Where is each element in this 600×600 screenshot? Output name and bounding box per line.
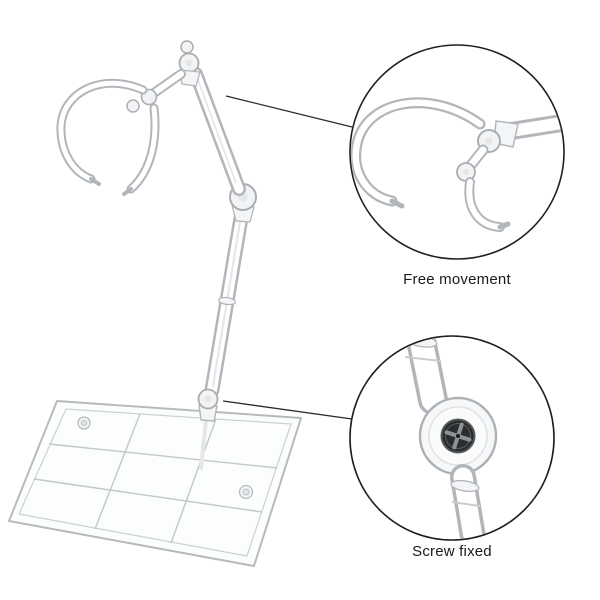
screw-fixed-label: Screw fixed: [412, 543, 492, 560]
base-screw-hole-right: [238, 484, 254, 500]
phillips-screw: [440, 418, 476, 454]
zoom-lower-prong: [464, 177, 511, 232]
claw-upper-prong: [56, 78, 148, 186]
screw-fixed-zoom-detail: [404, 337, 498, 539]
connector-line-bottom: [222, 400, 353, 420]
connector-line-top: [225, 95, 353, 128]
claw-lower-prong: [122, 103, 160, 196]
elbow-ball-joint: [229, 183, 257, 223]
base-grid-lines: [33, 413, 278, 544]
column-reflection: [199, 418, 208, 470]
base-ball-joint: [197, 388, 219, 422]
claw-grip: [56, 69, 186, 196]
top-ball-joint: [178, 40, 201, 87]
base-screw-hole-left: [77, 416, 91, 430]
callout-screw-fixed-circle: [349, 335, 555, 541]
base-outer-edge: [8, 400, 302, 567]
base-plate: [8, 400, 302, 567]
column-collar: [217, 296, 237, 306]
zoom-upper-prong: [351, 97, 486, 209]
claw-ball-joint-b: [126, 99, 140, 113]
callout-free-movement-circle: [349, 44, 565, 260]
zoom-lower-peg: [450, 464, 487, 539]
support-column: [204, 204, 250, 398]
figure-stand: [8, 40, 302, 567]
free-movement-label: Free movement: [403, 271, 511, 288]
upper-arm: [189, 67, 246, 196]
free-movement-zoom-detail: [351, 97, 563, 232]
